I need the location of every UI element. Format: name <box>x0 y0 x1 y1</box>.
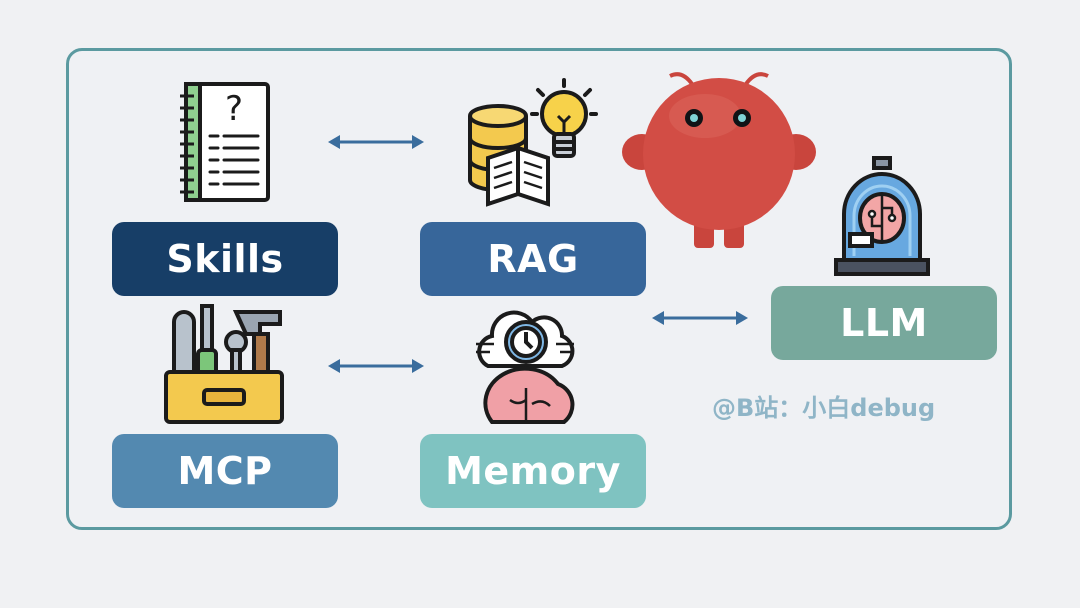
toolbox-icon <box>164 304 284 424</box>
mcp-label-text: MCP <box>177 449 273 493</box>
rag-label: RAG <box>420 222 646 296</box>
svg-text:?: ? <box>225 89 243 129</box>
llm-label-text: LLM <box>840 301 928 345</box>
rag-label-text: RAG <box>487 237 579 281</box>
skills-label: Skills <box>112 222 338 296</box>
arrow-skills-rag <box>328 135 424 149</box>
watermark: @B站：小白debug <box>712 394 936 422</box>
clock-brain-icon <box>476 310 575 424</box>
database-book-bulb-icon <box>468 78 598 207</box>
mcp-label: MCP <box>112 434 338 508</box>
memory-label: Memory <box>420 434 646 508</box>
notebook-question-icon: ? <box>180 82 270 202</box>
brain-jar-icon <box>834 156 930 276</box>
red-mascot-icon <box>622 72 816 248</box>
arrow-mcp-memory <box>328 359 424 373</box>
llm-label: LLM <box>771 286 997 360</box>
memory-label-text: Memory <box>445 449 621 493</box>
skills-label-text: Skills <box>166 237 284 281</box>
arrow-llm <box>652 311 748 325</box>
